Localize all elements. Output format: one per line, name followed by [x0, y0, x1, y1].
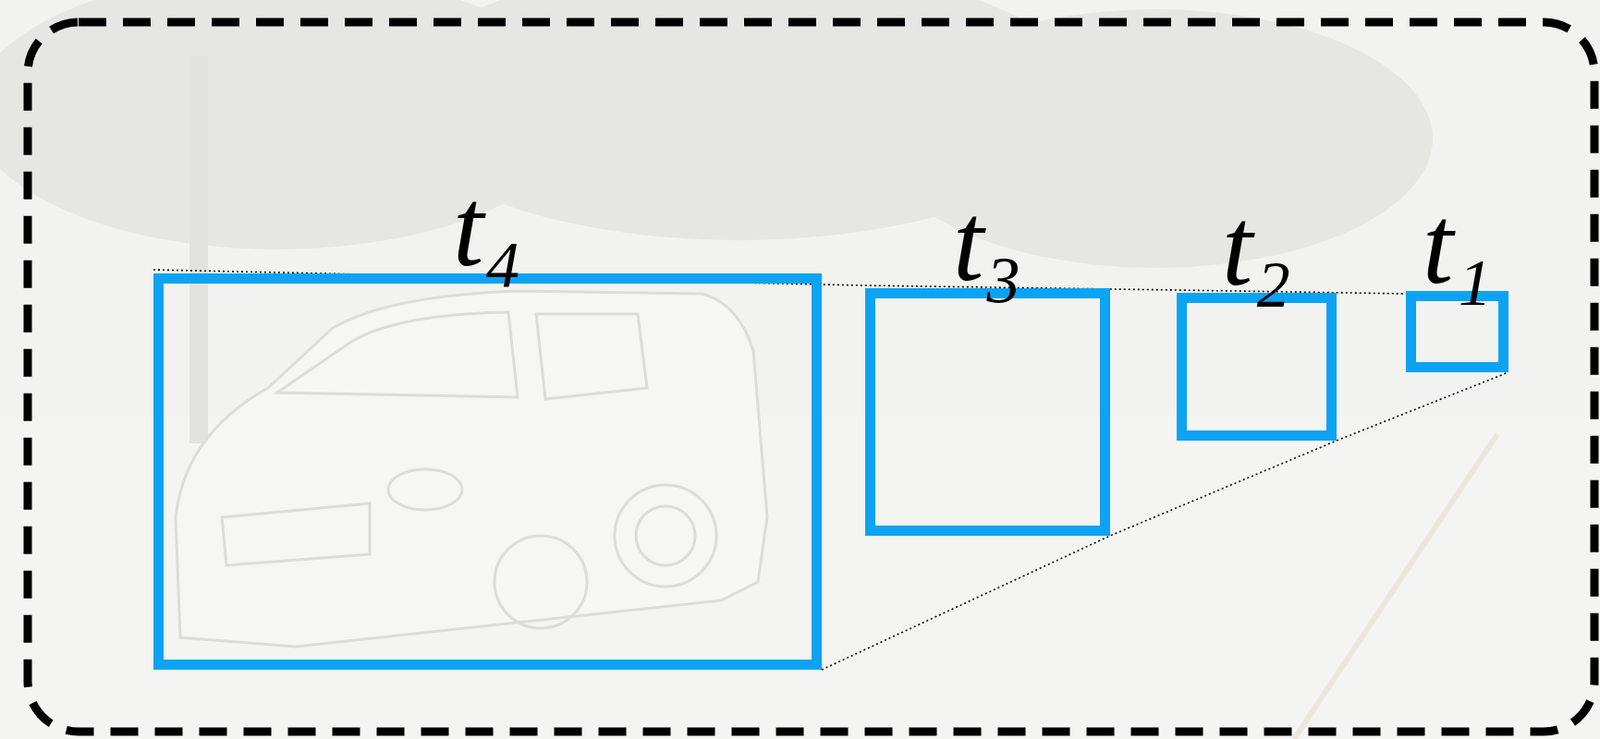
minivan — [175, 291, 768, 648]
dashed-frame — [27, 22, 1595, 733]
scale-box: t₁ — [1405, 291, 1509, 373]
tree-canopy — [0, 0, 1433, 269]
road-marking — [1294, 434, 1498, 739]
scale-box: t₄ — [153, 273, 822, 671]
sign-pole — [189, 55, 208, 444]
scale-box: t₃ — [865, 288, 1111, 537]
scale-box: t₂ — [1176, 293, 1337, 441]
time-label: t₁ — [1418, 190, 1496, 302]
guide-line-bottom — [821, 372, 1509, 671]
time-label: t₄ — [449, 172, 526, 284]
time-label: t₂ — [1218, 192, 1295, 304]
time-label: t₃ — [949, 187, 1026, 299]
